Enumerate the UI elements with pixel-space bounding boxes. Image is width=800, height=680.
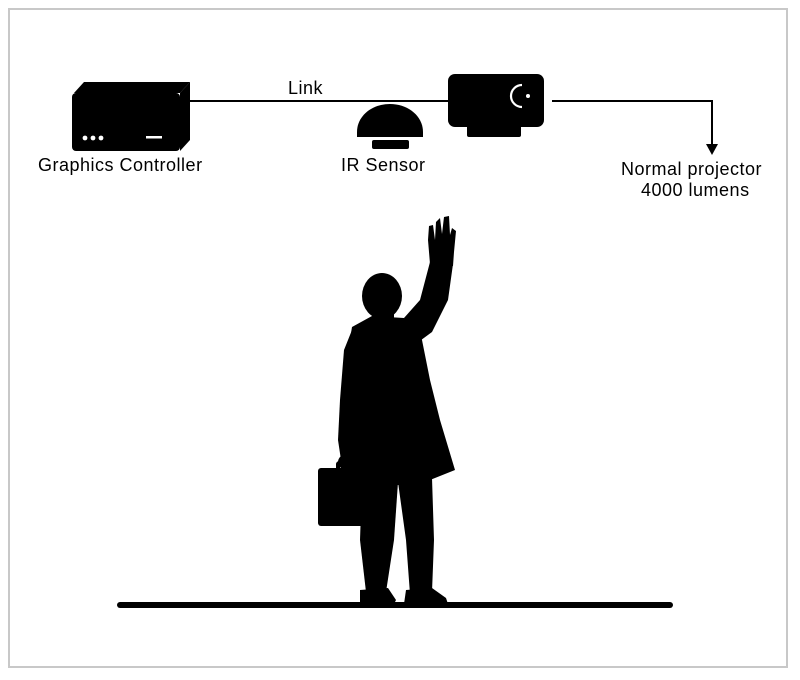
- projector-output-connector: [552, 100, 713, 146]
- graphics-controller-icon: [72, 82, 190, 151]
- graphics-controller-label: Graphics Controller: [38, 155, 203, 175]
- projector-icon: [448, 74, 544, 137]
- projector-label-line2: 4000 lumens: [641, 180, 750, 200]
- ir-sensor-label: IR Sensor: [341, 155, 426, 175]
- link-label: Link: [288, 78, 324, 98]
- ir-sensor-icon: [357, 104, 423, 149]
- raised-hand-icon: [428, 216, 456, 266]
- projector-label-line1: Normal projector: [621, 159, 763, 179]
- businessman-silhouette: [318, 216, 456, 604]
- arrow-head-icon: [706, 144, 718, 155]
